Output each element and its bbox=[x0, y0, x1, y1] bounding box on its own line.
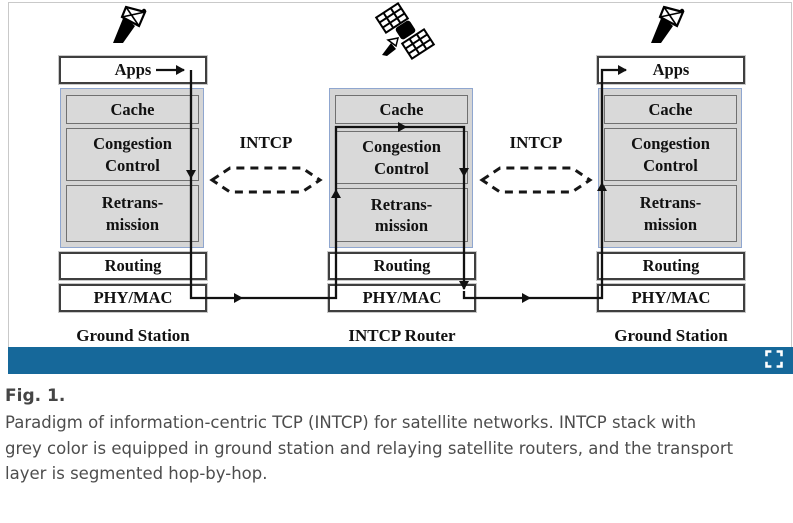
intcp-dashed-arrow-left bbox=[206, 160, 326, 205]
intcp-link-label-right: INTCP bbox=[509, 133, 563, 152]
satellite-icon bbox=[373, 1, 437, 66]
left-station-label: Ground Station bbox=[76, 326, 190, 345]
right-station-label: Ground Station bbox=[614, 326, 728, 345]
left-apps-layer: Apps bbox=[59, 56, 207, 84]
satellite-dish-icon-right bbox=[647, 5, 691, 50]
figure-toolbar bbox=[8, 347, 793, 374]
router-routing-layer: Routing bbox=[328, 252, 476, 280]
figure-caption-text: Paradigm of information-centric TCP (INT… bbox=[5, 413, 734, 484]
expand-icon bbox=[765, 350, 783, 371]
left-routing-layer: Routing bbox=[59, 252, 207, 280]
intcp-dashed-arrow-right bbox=[476, 160, 596, 205]
right-phymac-layer: PHY/MAC bbox=[597, 284, 745, 312]
figure-number-label: Fig. 1. bbox=[5, 386, 66, 406]
router-station-label: INTCP Router bbox=[348, 326, 456, 345]
router-congestion-control-layer: Congestion Control bbox=[335, 131, 468, 184]
intcp-link-label-left: INTCP bbox=[239, 133, 293, 152]
right-routing-layer: Routing bbox=[597, 252, 745, 280]
router-phymac-layer: PHY/MAC bbox=[328, 284, 476, 312]
left-congestion-control-layer: Congestion Control bbox=[66, 128, 199, 181]
right-congestion-control-layer: Congestion Control bbox=[604, 128, 737, 181]
right-apps-layer: Apps bbox=[597, 56, 745, 84]
router-retransmission-layer: Retrans- mission bbox=[335, 188, 468, 242]
right-cache-layer: Cache bbox=[604, 95, 737, 124]
left-retransmission-layer: Retrans- mission bbox=[66, 185, 199, 242]
left-phymac-layer: PHY/MAC bbox=[59, 284, 207, 312]
satellite-dish-icon-left bbox=[109, 5, 153, 50]
router-cache-layer: Cache bbox=[335, 95, 468, 124]
right-retransmission-layer: Retrans- mission bbox=[604, 185, 737, 242]
expand-button[interactable] bbox=[764, 350, 784, 371]
left-cache-layer: Cache bbox=[66, 95, 199, 124]
figure-caption-block: Fig. 1. Paradigm of information-centric … bbox=[5, 386, 785, 487]
